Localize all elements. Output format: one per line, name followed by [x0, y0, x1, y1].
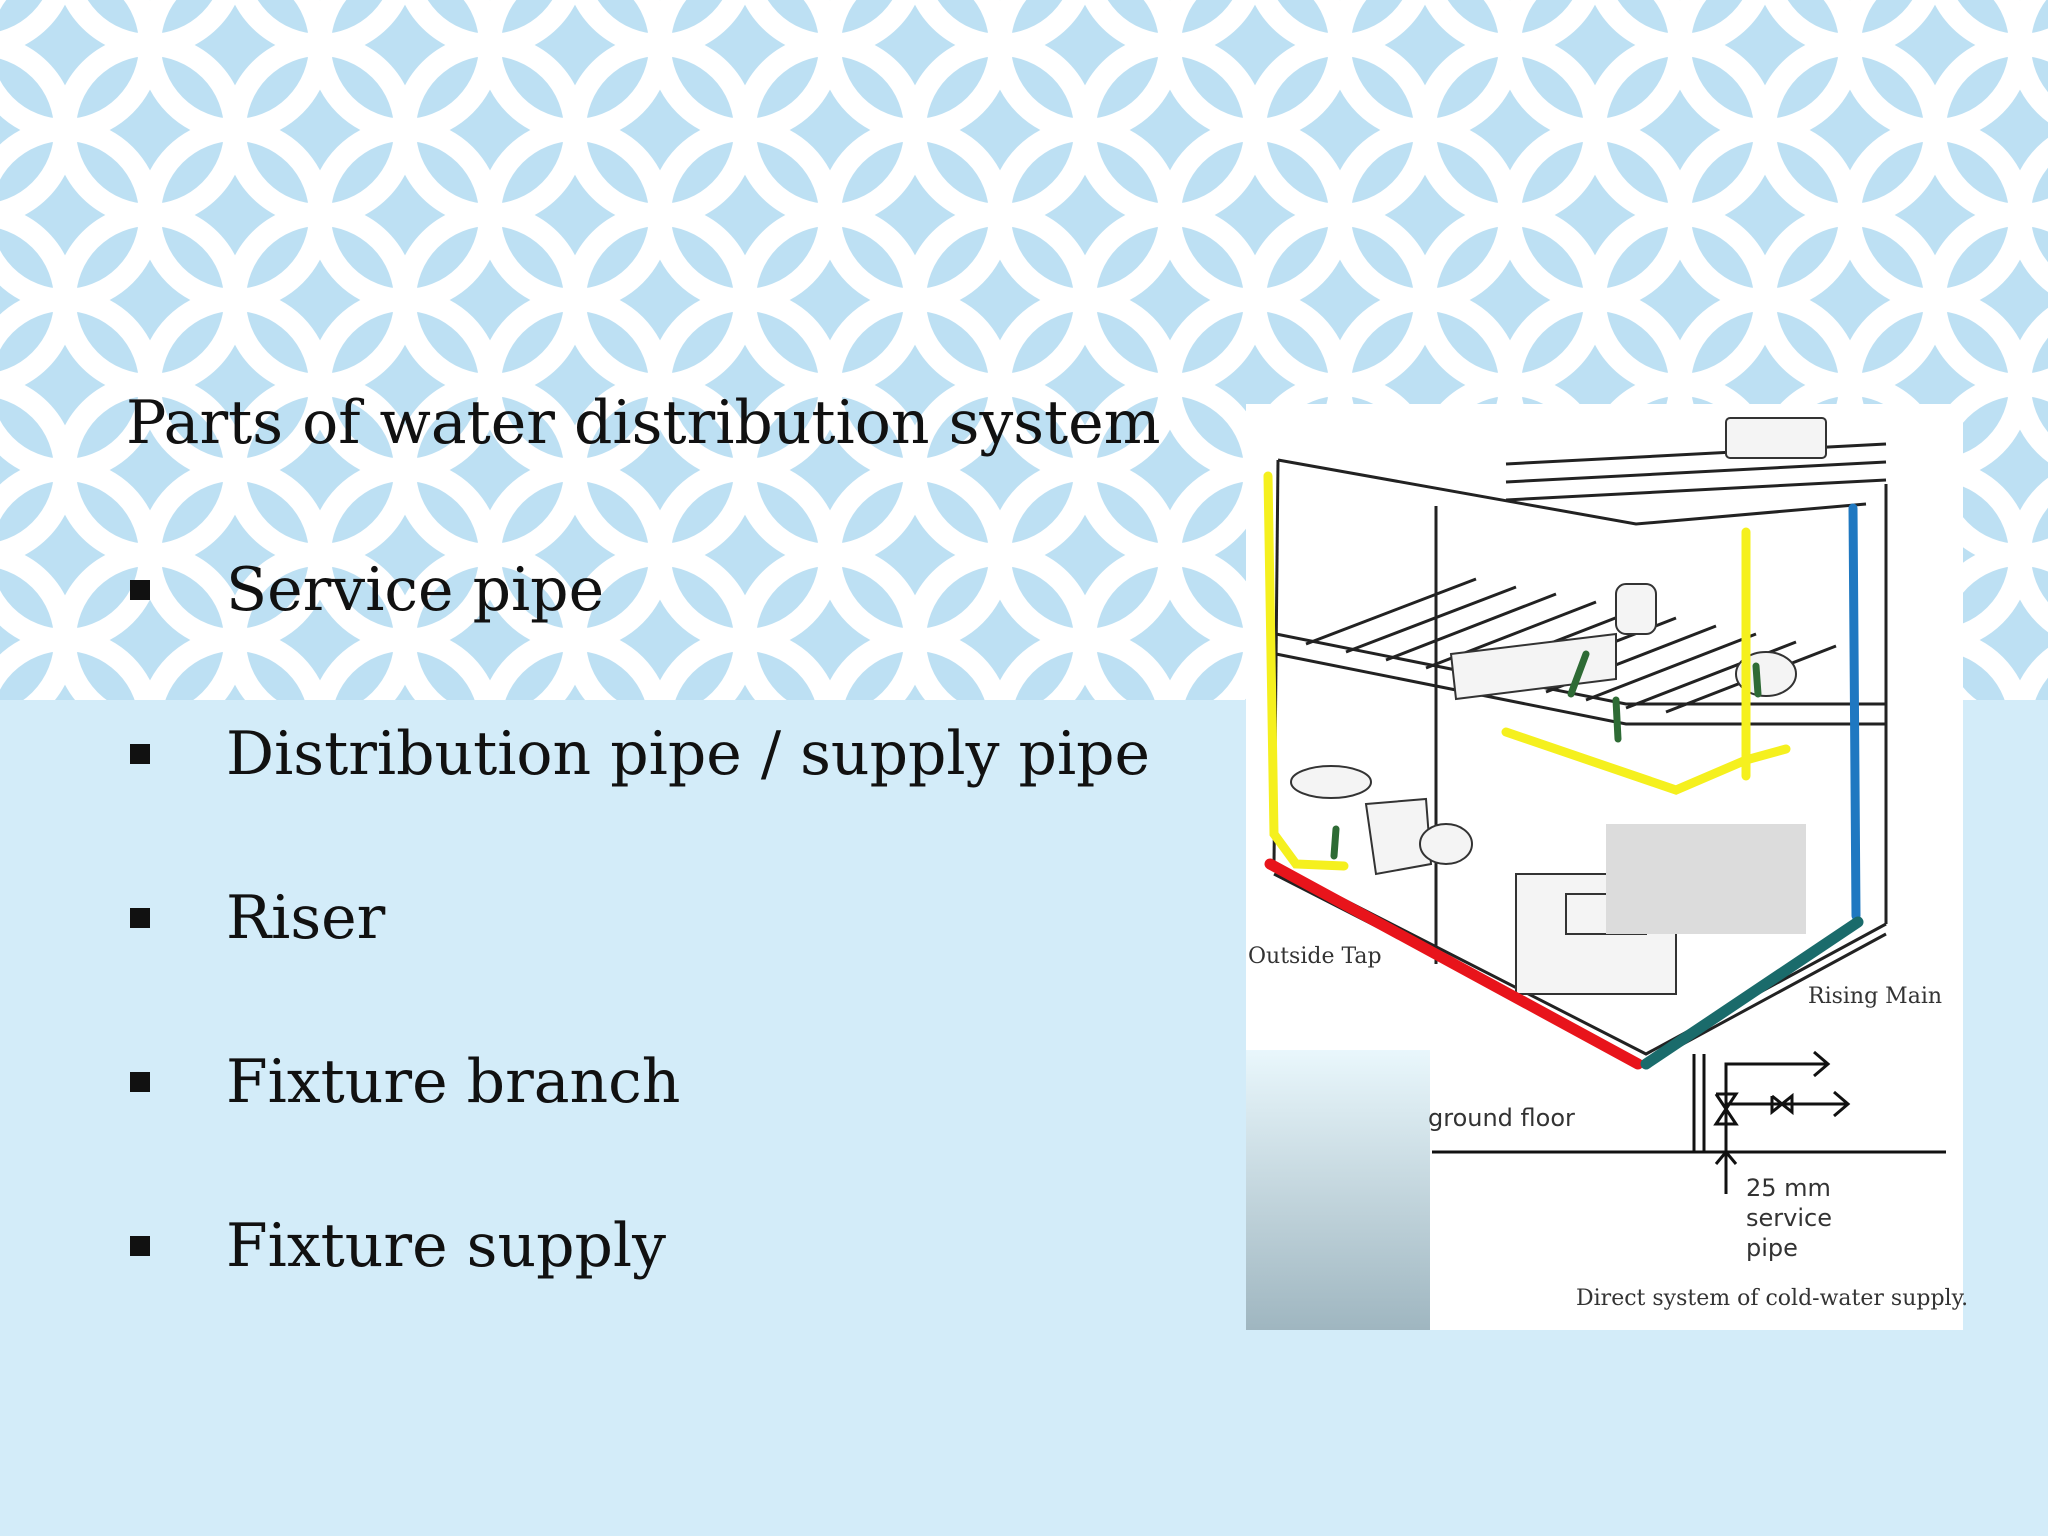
bullet-item: Service pipe	[126, 550, 604, 630]
bullet-square-icon	[130, 580, 150, 600]
bullet-text: Fixture branch	[226, 1047, 681, 1117]
bullet-item: Fixture branch	[126, 1042, 680, 1122]
bullet-item: Fixture supply	[126, 1206, 666, 1286]
bullet-text: Service pipe	[226, 555, 605, 625]
plumbing-diagram: Outside Tap Rising Main ground floor 25 …	[1246, 404, 1968, 1330]
background-pattern	[0, 0, 2048, 700]
bullet-square-icon	[130, 1072, 150, 1092]
slide-title: Parts of water distribution system	[126, 388, 1161, 458]
service-pipe-label-line1: service	[1746, 1204, 1832, 1232]
bullet-square-icon	[130, 908, 150, 928]
figure-caption: Direct system of cold-water supply.	[1576, 1286, 1969, 1311]
bullet-text: Fixture supply	[226, 1211, 667, 1281]
bullet-text: Distribution pipe / supply pipe	[226, 719, 1151, 789]
plumbing-diagram-drawing	[1246, 417, 1946, 1330]
outside-tap-label: Outside Tap	[1248, 944, 1382, 969]
ground-floor-label: ground floor	[1428, 1104, 1575, 1132]
rising-main-label: Rising Main	[1808, 984, 1943, 1009]
bullet-item: Riser	[126, 878, 385, 958]
bullet-square-icon	[130, 1236, 150, 1256]
bullet-item: Distribution pipe / supply pipe	[126, 714, 1150, 794]
service-pipe-label-line2: pipe	[1746, 1234, 1798, 1262]
service-pipe-size-label: 25 mm	[1746, 1174, 1831, 1202]
bullet-text: Riser	[226, 883, 386, 953]
bullet-square-icon	[130, 744, 150, 764]
